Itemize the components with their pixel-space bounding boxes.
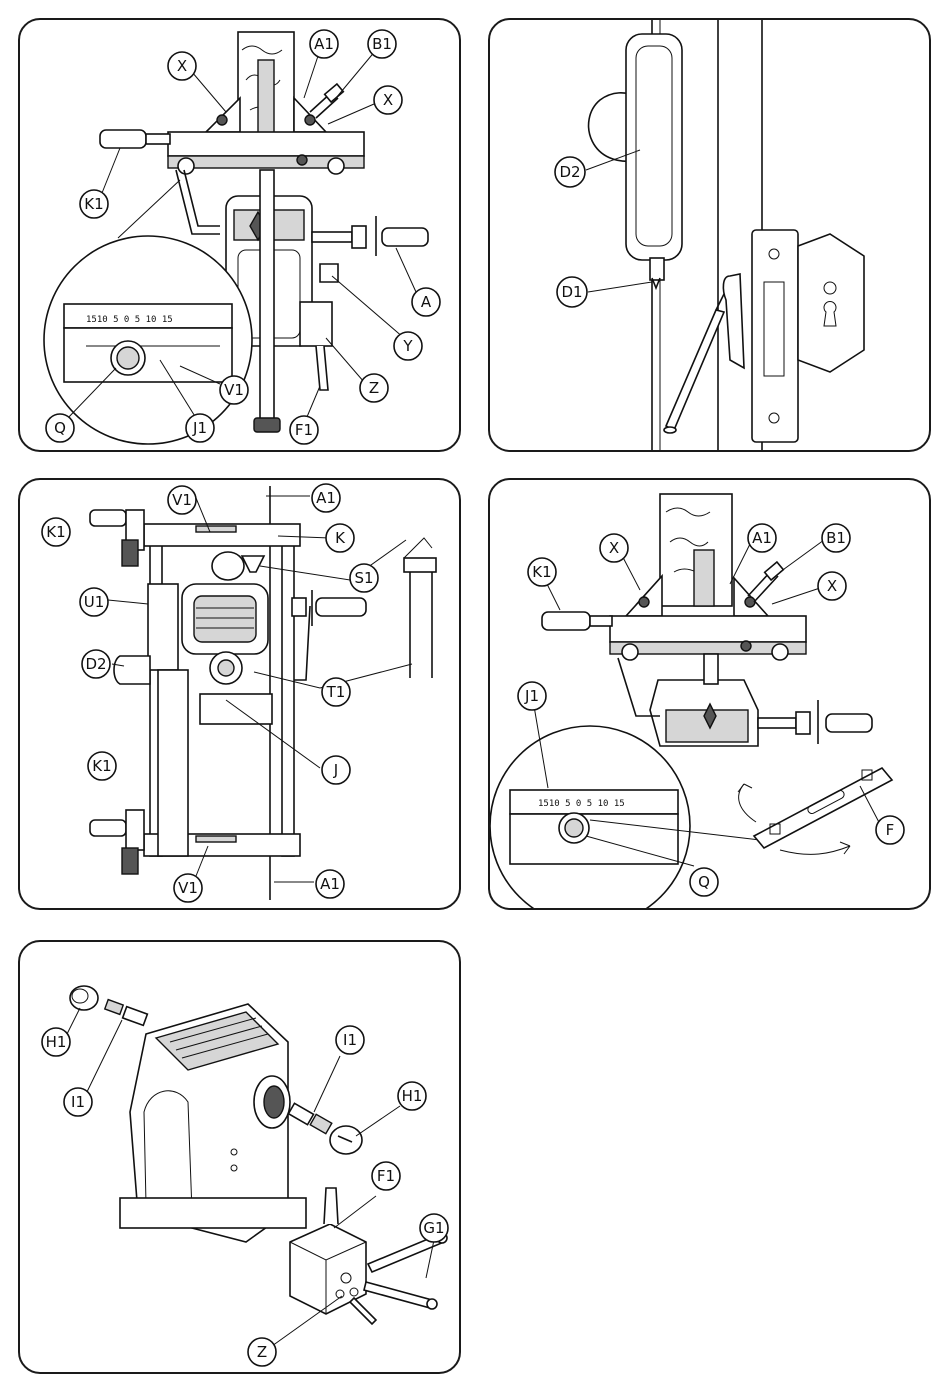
svg-text:F: F	[886, 821, 895, 839]
svg-text:T1: T1	[326, 683, 346, 701]
fig5-label-z: Z	[248, 1338, 276, 1366]
fig2-label-d1: D1	[557, 277, 587, 307]
fig5-label-f1: F1	[372, 1162, 400, 1190]
fig1-label-x-left: X	[168, 52, 196, 80]
svg-text:J1: J1	[192, 419, 207, 437]
svg-text:D2: D2	[85, 655, 106, 673]
router-jig-top-view: V1 A1 K1 K S1 U1 D2 T1	[20, 480, 461, 910]
figure-panel-5: H1 I1 I1 H1 F1 G1 Z	[18, 940, 461, 1374]
fig3-label-v1-top: V1	[168, 486, 196, 514]
svg-text:K1: K1	[532, 563, 551, 581]
svg-text:Z: Z	[257, 1343, 267, 1361]
svg-text:K1: K1	[46, 523, 65, 541]
svg-text:V1: V1	[178, 879, 198, 897]
svg-text:X: X	[609, 539, 619, 557]
router-mortise-adjust-view: 1510 5 0 5 10 15 X A1 B1	[490, 480, 931, 910]
fig4-label-j1: J1	[518, 682, 546, 710]
svg-text:A1: A1	[314, 35, 334, 53]
svg-text:V1: V1	[172, 491, 192, 509]
figure-panel-3: V1 A1 K1 K S1 U1 D2 T1	[18, 478, 461, 910]
fig1-label-y: Y	[394, 332, 422, 360]
figure-panel-1: 1510 5 0 5 10 15 X A1 B1 X	[18, 18, 461, 452]
fig5-label-h1-right: H1	[398, 1082, 426, 1110]
svg-text:J: J	[333, 761, 338, 779]
svg-text:S1: S1	[354, 569, 373, 587]
svg-text:Q: Q	[698, 873, 710, 891]
svg-text:X: X	[177, 57, 187, 75]
svg-text:B1: B1	[826, 529, 846, 547]
svg-text:J1: J1	[524, 687, 539, 705]
fig1-label-b1: B1	[368, 30, 396, 58]
fig2-label-d2: D2	[555, 157, 585, 187]
svg-text:K: K	[335, 529, 346, 547]
svg-text:A1: A1	[320, 875, 340, 893]
svg-text:X: X	[383, 91, 393, 109]
fig3-label-a1-bottom: A1	[316, 870, 344, 898]
fig4-scale-text: 1510 5 0 5 10 15	[538, 799, 625, 809]
fig4-label-x-left: X	[600, 534, 628, 562]
fig3-label-k1-top: K1	[42, 518, 70, 546]
fig5-label-i1-left: I1	[64, 1088, 92, 1116]
motor-brush-exploded-view: H1 I1 I1 H1 F1 G1 Z	[20, 942, 461, 1374]
svg-text:V1: V1	[224, 381, 244, 399]
svg-text:X: X	[827, 577, 837, 595]
svg-text:B1: B1	[372, 35, 392, 53]
fig1-label-v1: V1	[220, 376, 248, 404]
fig4-label-q: Q	[690, 868, 718, 896]
fig1-scale-text: 1510 5 0 5 10 15	[86, 315, 173, 325]
svg-text:K1: K1	[84, 195, 103, 213]
fig4-label-k1: K1	[528, 558, 556, 586]
fig1-label-a1: A1	[310, 30, 338, 58]
fig3-label-s1: S1	[350, 564, 378, 592]
fig1-label-x-right: X	[374, 86, 402, 114]
svg-text:A1: A1	[316, 489, 336, 507]
fig1-label-j1: J1	[186, 414, 214, 442]
svg-text:G1: G1	[423, 1219, 444, 1237]
svg-text:Q: Q	[54, 419, 66, 437]
fig3-label-t1: T1	[322, 678, 350, 706]
fig5-label-h1-left: H1	[42, 1028, 70, 1056]
svg-text:K1: K1	[92, 757, 111, 775]
svg-text:I1: I1	[343, 1031, 357, 1049]
figure-panel-2: D2 D1	[488, 18, 931, 452]
fig1-label-k1: K1	[80, 190, 108, 218]
svg-text:Z: Z	[369, 379, 379, 397]
fig3-label-d2: D2	[82, 650, 110, 678]
fig3-label-v1-bottom: V1	[174, 874, 202, 902]
svg-text:F1: F1	[377, 1167, 395, 1185]
fig3-label-u1: U1	[80, 588, 108, 616]
fig3-label-j: J	[322, 756, 350, 784]
fig5-label-i1-right: I1	[336, 1026, 364, 1054]
fig1-label-f1: F1	[290, 416, 318, 444]
fig4-label-f: F	[876, 816, 904, 844]
door-template-view: D2 D1	[490, 20, 931, 452]
svg-text:D2: D2	[559, 163, 580, 181]
fig4-label-b1: B1	[822, 524, 850, 552]
router-mortise-front-view: 1510 5 0 5 10 15 X A1 B1 X	[20, 20, 461, 452]
svg-text:H1: H1	[402, 1087, 423, 1105]
fig4-label-x-right: X	[818, 572, 846, 600]
figure-panel-4: 1510 5 0 5 10 15 X A1 B1	[488, 478, 931, 910]
svg-text:U1: U1	[84, 593, 105, 611]
svg-text:A: A	[421, 293, 432, 311]
fig4-label-a1: A1	[748, 524, 776, 552]
fig1-label-a: A	[412, 288, 440, 316]
fig1-label-q: Q	[46, 414, 74, 442]
svg-text:D1: D1	[561, 283, 582, 301]
svg-text:F1: F1	[295, 421, 313, 439]
fig5-label-g1: G1	[420, 1214, 448, 1242]
fig3-label-a1-top: A1	[312, 484, 340, 512]
fig3-label-k1-bottom: K1	[88, 752, 116, 780]
fig3-label-k: K	[326, 524, 354, 552]
svg-text:H1: H1	[46, 1033, 67, 1051]
svg-text:A1: A1	[752, 529, 772, 547]
svg-text:Y: Y	[402, 337, 413, 355]
svg-text:I1: I1	[71, 1093, 85, 1111]
fig1-label-z: Z	[360, 374, 388, 402]
